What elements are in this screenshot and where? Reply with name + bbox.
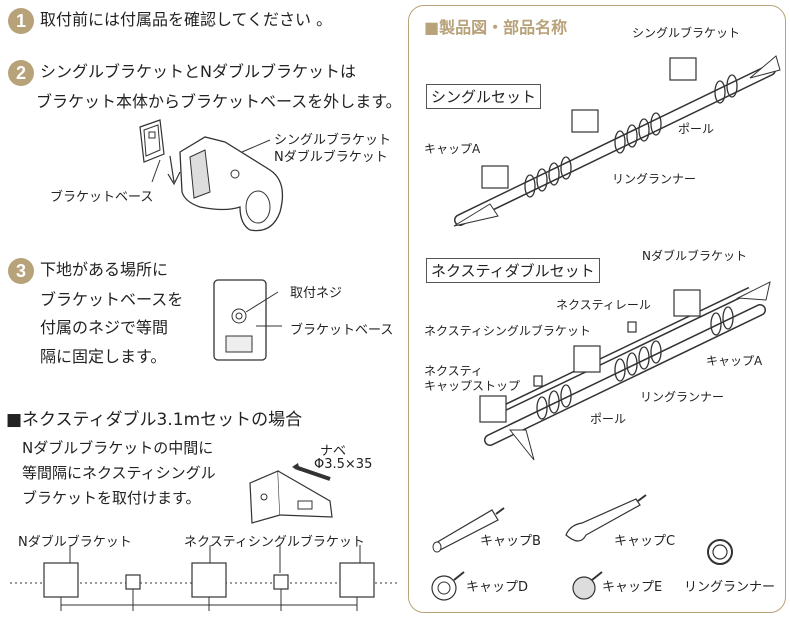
ring-runner-label: リングランナー — [684, 580, 776, 595]
cap-e-icon — [572, 571, 603, 600]
bracket-base-illustration — [213, 279, 282, 361]
screw-name: ナベ — [320, 444, 347, 459]
double-n-bracket-label: Nダブルブラケット — [642, 249, 747, 263]
single-cap-a-label: キャップA — [424, 142, 481, 156]
cap-b-icon — [432, 507, 505, 553]
double-cap-stop-label-1: ネクスティ — [424, 364, 483, 378]
bracket-removal-illustration — [139, 119, 284, 232]
double-ring-label: リングランナー — [640, 390, 725, 404]
cap-d-label: キャップD — [466, 580, 529, 595]
screw-size: Φ3.5×35 — [314, 457, 373, 472]
cap-c-icon — [565, 494, 647, 542]
label-bracket-base-step2: ブラケットベース — [50, 190, 154, 205]
double-cap-a-label: キャップA — [706, 354, 763, 368]
step-3-number: 3 — [8, 258, 34, 284]
single-bracket-label: シングルブラケット — [632, 26, 741, 40]
cap-c-label: キャップC — [614, 534, 676, 549]
double-cap-stop-label-2: キャップストップ — [424, 379, 521, 393]
label-single-bracket-step2: シングルブラケット — [274, 133, 392, 148]
panel-title: ■製品図・部品名称 — [424, 18, 568, 37]
step-3-line4: 隔に固定します。 — [40, 347, 167, 366]
cap-b-label: キャップB — [480, 534, 541, 549]
double-set-label: ネクスティダブルセット — [426, 258, 600, 283]
single-pole-label: ポール — [678, 122, 715, 136]
step-3-line3: 付属のネジで等間 — [40, 318, 169, 337]
step-3-line1: 下地がある場所に — [40, 260, 169, 279]
step-2-line2: ブラケット本体からブラケットベースを外します。 — [36, 92, 402, 111]
product-diagram-panel — [408, 5, 786, 613]
label-base-step3: ブラケットベース — [290, 323, 394, 338]
section-line2: 等間隔にネクスティシングル — [22, 464, 216, 482]
bracket-spacing-diagram — [10, 545, 400, 611]
section-line1: Nダブルブラケットの中間に — [22, 439, 214, 457]
ring-runner-icon — [707, 539, 733, 565]
single-set-label: シングルセット — [426, 84, 542, 109]
step-1-number: 1 — [8, 8, 34, 34]
double-rail-label: ネクスティレール — [556, 298, 651, 312]
single-set-illustration — [453, 55, 781, 227]
step-3-line2: ブラケットベースを — [40, 290, 184, 309]
label-n-double-bracket: Nダブルブラケット — [18, 535, 132, 550]
single-ring-label: リングランナー — [612, 172, 697, 186]
cap-d-icon — [431, 571, 465, 601]
cap-e-label: キャップE — [602, 580, 663, 595]
double-pole-label: ポール — [590, 412, 627, 426]
label-nexty-single-bracket: ネクスティシングルブラケット — [184, 535, 365, 550]
label-double-bracket-step2: Nダブルブラケット — [274, 150, 388, 165]
double-set-illustration — [479, 281, 771, 461]
label-screw-step3: 取付ネジ — [290, 286, 343, 301]
nexty-single-bracket-illustration — [249, 463, 333, 524]
step-1-text: 取付前には付属品を確認してください 。 — [40, 10, 333, 29]
step-2-line1: シングルブラケットとNダブルブラケットは — [40, 62, 356, 81]
section-title: ■ネクスティダブル3.1mセットの場合 — [6, 410, 303, 430]
section-line3: ブラケットを取付けます。 — [22, 489, 201, 507]
step-2-number: 2 — [8, 60, 34, 86]
double-single-bracket-label: ネクスティシングルブラケット — [424, 324, 591, 338]
